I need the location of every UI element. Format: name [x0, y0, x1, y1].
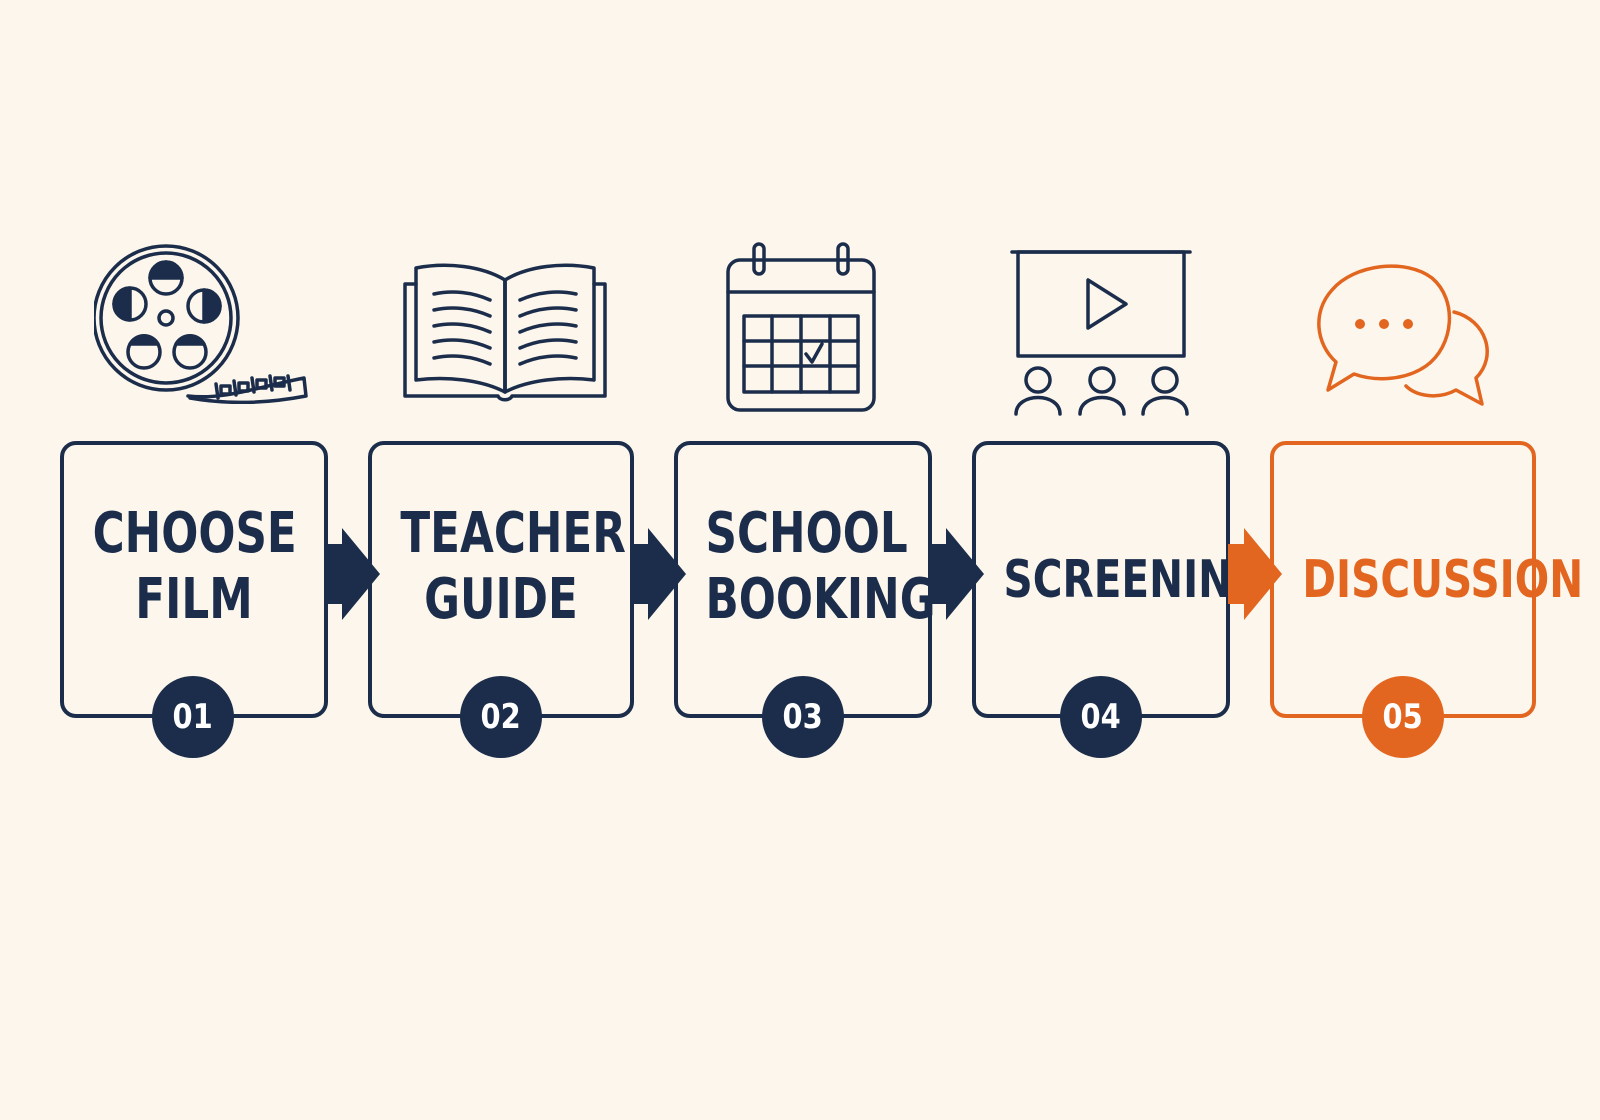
screening-audience-icon: [1010, 246, 1192, 416]
step-number-badge: 01: [152, 676, 234, 758]
step-number: 02: [480, 697, 522, 737]
open-book-icon: [402, 262, 608, 404]
step-title-line: SCREENING: [1003, 549, 1266, 610]
process-flow-diagram: CHOOSE FILM TEACHER GUIDE SCHOOL BOOKING…: [16, 0, 1584, 1120]
step-number-badge: 03: [762, 676, 844, 758]
arrow-right-icon: [630, 526, 688, 622]
step-number: 05: [1382, 697, 1424, 737]
arrow-right-icon: [928, 526, 986, 622]
step-number: 01: [172, 697, 214, 737]
step-title: SCREENING: [1003, 547, 1266, 613]
step-title-line: CHOOSE: [92, 500, 297, 566]
step-number-badge: 05: [1362, 676, 1444, 758]
step-number: 03: [782, 697, 824, 737]
calendar-check-icon: [724, 240, 878, 414]
step-number-badge: 04: [1060, 676, 1142, 758]
arrow-right-icon: [1226, 526, 1284, 622]
step-title-line: TEACHER: [400, 500, 626, 566]
step-title: SCHOOL BOOKING: [705, 500, 936, 632]
arrow-right-icon: [324, 526, 382, 622]
step-title: DISCUSSION: [1302, 547, 1584, 613]
step-card-school-booking: SCHOOL BOOKING: [674, 441, 936, 718]
step-number-badge: 02: [460, 676, 542, 758]
step-title-line: GUIDE: [424, 566, 578, 632]
step-title-line: DISCUSSION: [1302, 549, 1584, 610]
film-reel-icon: [94, 238, 316, 404]
step-title-line: BOOKING: [705, 566, 936, 632]
step-title: TEACHER GUIDE: [400, 500, 626, 632]
step-title-line: FILM: [135, 566, 253, 632]
step-title: CHOOSE FILM: [92, 500, 297, 632]
speech-bubbles-icon: [1314, 262, 1496, 410]
step-number: 04: [1080, 697, 1122, 737]
step-card-choose-film: CHOOSE FILM: [60, 441, 328, 718]
step-card-discussion: DISCUSSION: [1270, 441, 1584, 718]
step-title-line: SCHOOL: [705, 500, 908, 566]
